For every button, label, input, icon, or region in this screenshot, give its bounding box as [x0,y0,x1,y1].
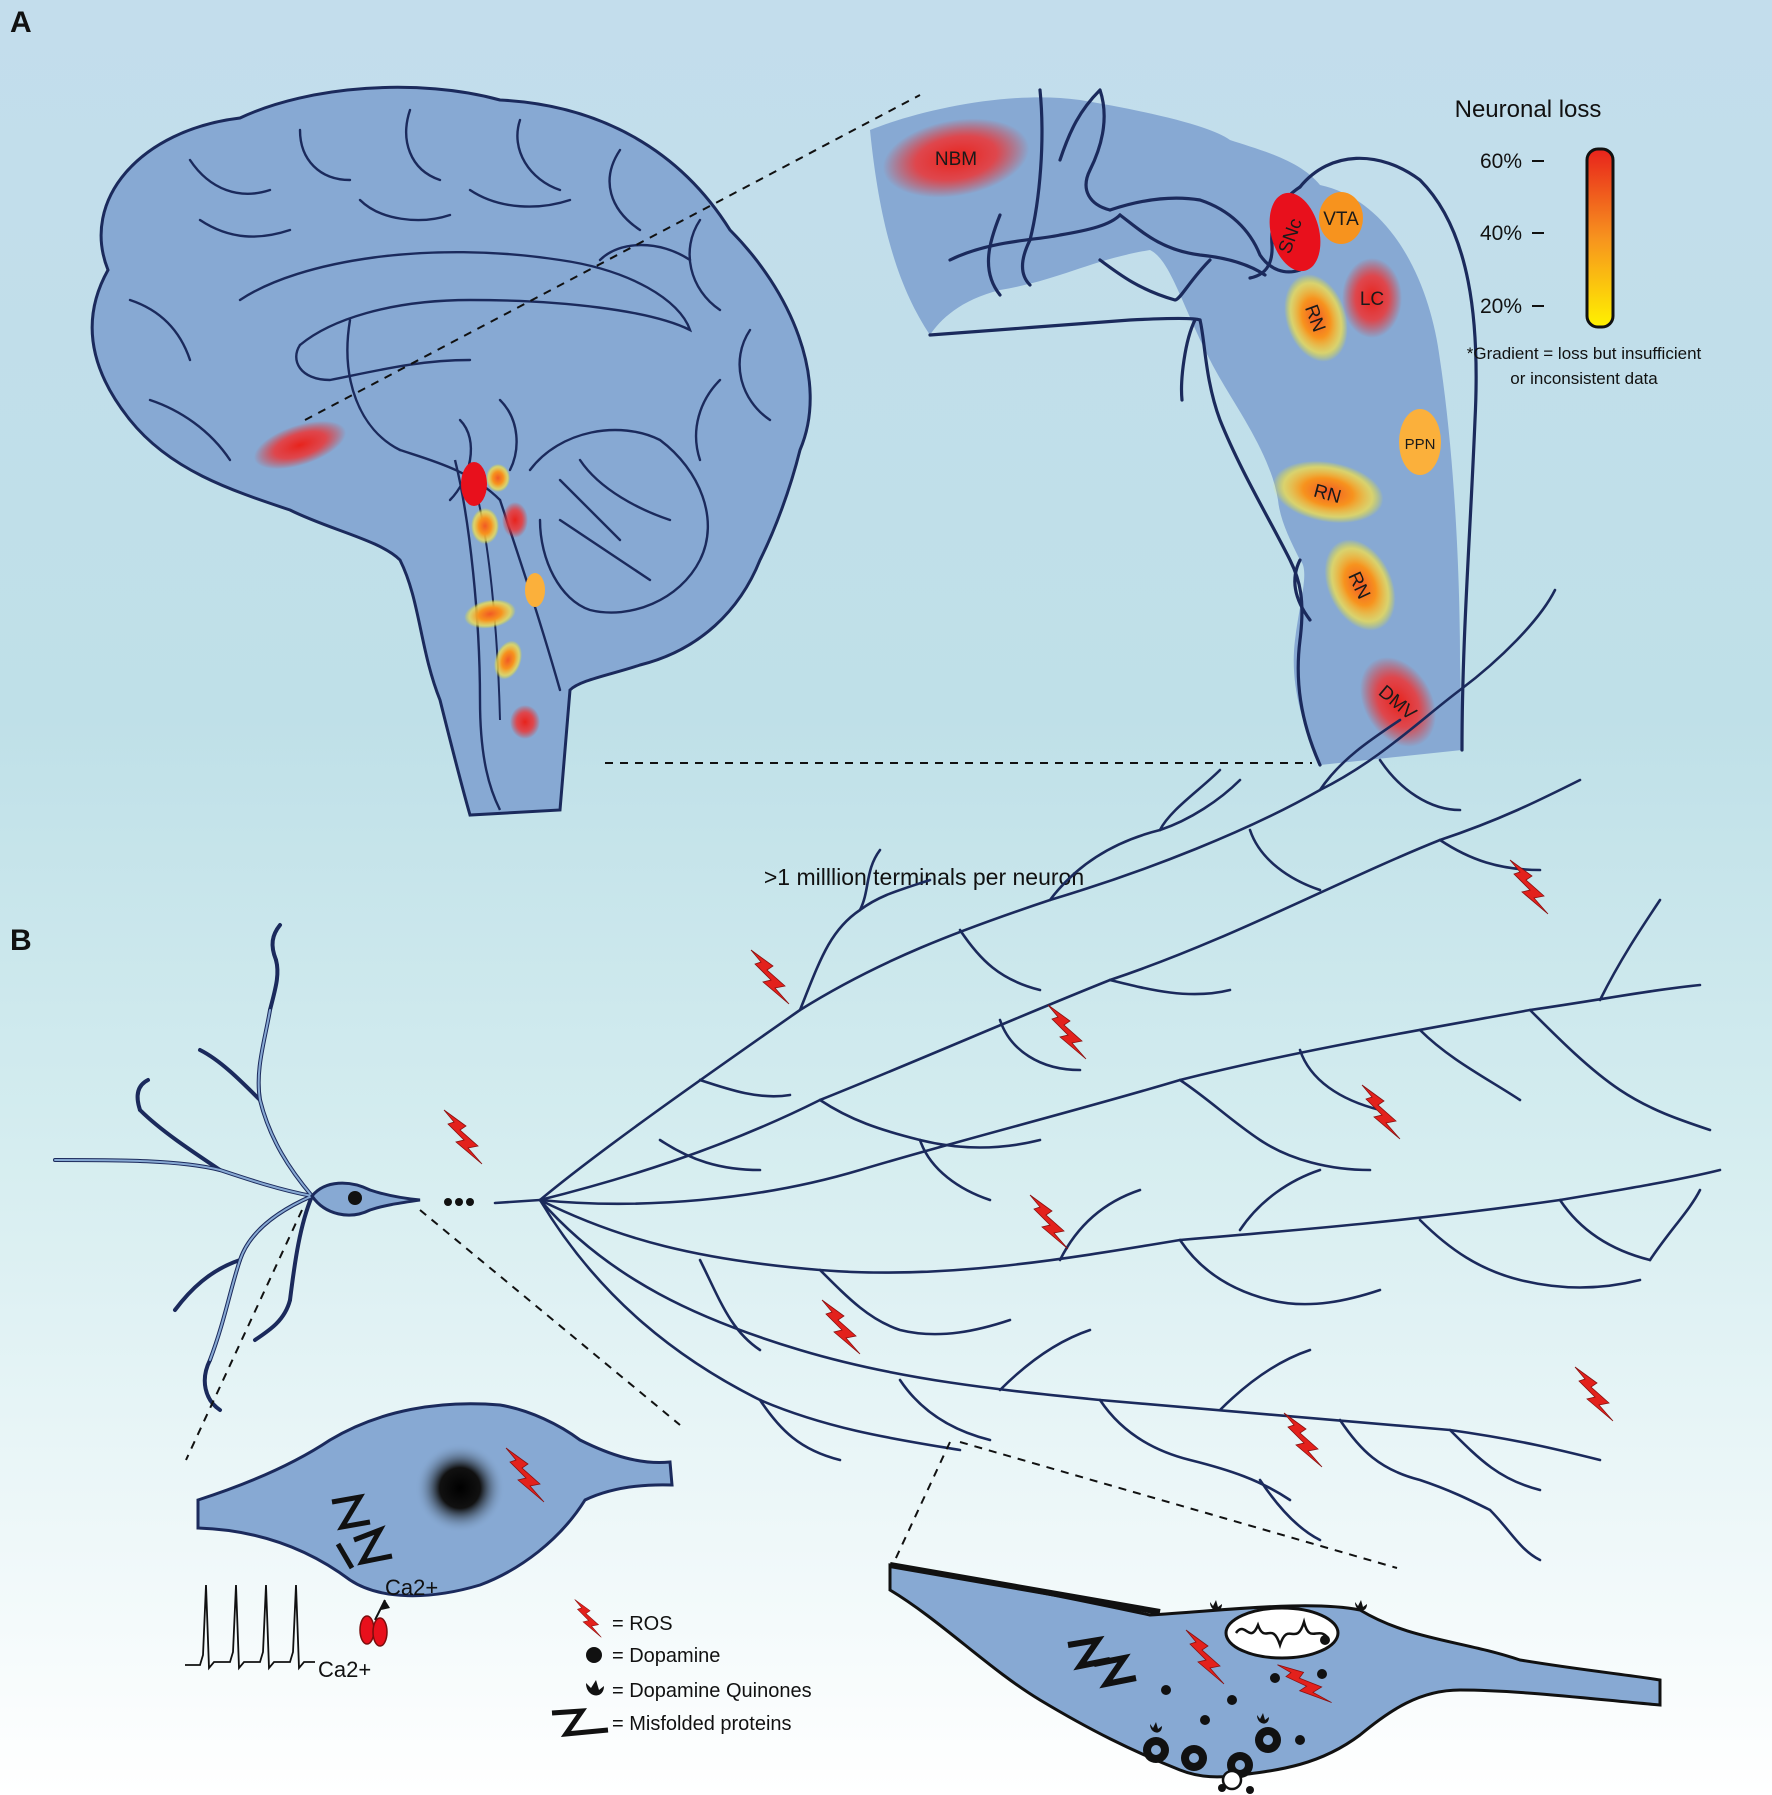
nucleus-label-vta: VTA [1323,209,1359,230]
legend-quinones: = Dopamine Quinones [612,1680,812,1702]
panel-b-label: B [10,924,32,957]
ros-icon [1574,1366,1614,1422]
nucleus-nbm [882,118,1030,198]
nucleus-rn-3 [1324,539,1396,631]
ros-icon [1361,1084,1401,1140]
dopamine-dots [1161,1635,1330,1745]
nucleus-lc [1342,258,1402,338]
colorbar-tick-40: 40% [1480,222,1522,245]
nucleus-rn-1 [1284,274,1348,362]
brain-nuclei [253,420,545,739]
dopamine-legend-icon [586,1647,602,1663]
ca-outside-label: Ca2+ [318,1657,371,1682]
misfolded-legend-icon [551,1708,609,1738]
ros-icon [1029,1194,1069,1250]
ros-icon [1047,1004,1087,1060]
nucleus-ppn [1399,409,1441,475]
ros-icon [750,949,790,1005]
nucleus-rn-2 [1272,460,1384,524]
colorbar-gradient [1585,147,1615,329]
legend-dopamine: = Dopamine [612,1645,720,1667]
calcium-channel [372,1617,388,1647]
mitochondrion-icon [1224,1606,1340,1660]
released-dopamine [1218,1784,1254,1794]
terminals-caption: >1 milllion terminals per neuron [764,864,1084,890]
symbol-legend: = ROS = Dopamine = Dopamine Quinones = M… [551,1599,812,1738]
zoom-lines-b [185,1209,1398,1569]
misfolded-proteins-icon [331,1493,393,1570]
colorbar-note-1: *Gradient = loss but insufficient [1467,344,1702,363]
colorbar-legend: Neuronal loss 60% 40% 20% *Gradient = lo… [1455,96,1702,388]
colorbar-tick-20: 20% [1480,295,1522,318]
axon-ellipsis [444,1198,474,1206]
ros-icon [821,1299,861,1355]
panel-a-label: A [10,6,32,39]
exocytosis-site [1221,1769,1243,1791]
legend-ros: = ROS [612,1613,673,1635]
misfolded-proteins-icon [1067,1635,1137,1689]
colorbar-tick-60: 60% [1480,150,1522,173]
neuron-dendrites-fill [54,1009,313,1361]
colorbar-title: Neuronal loss [1455,96,1602,123]
neuron-soma [310,1181,421,1217]
brain-sagittal [90,85,812,817]
ros-legend-icon [574,1599,602,1638]
ros-icon [443,1109,483,1165]
nucleus-snc [1269,192,1321,272]
colorbar-note-2: or inconsistent data [1510,369,1658,388]
brainstem-nuclei: NBM SNc VTA LC RN PPN RN RN DMV [882,118,1441,747]
zoom-lines-a [304,94,1312,764]
nucleus-label-nbm: NBM [935,149,977,170]
nucleus-label-lc: LC [1360,289,1384,310]
nucleus-label-ppn: PPN [1405,436,1436,453]
neuron-dendrites [53,923,314,1412]
ca-inside-label: Ca2+ [385,1575,438,1600]
quinone-icons [1150,1600,1367,1733]
ros-icon [1283,1412,1323,1468]
terminal-inset [888,1562,1662,1794]
action-potential-trace [185,1584,315,1671]
legend-misfolded: = Misfolded proteins [612,1713,792,1735]
nucleus-vta [1319,192,1363,244]
soma-inset: Ca2+ Ca2+ [185,1402,674,1682]
axonal-arbor [493,588,1722,1562]
calcium-channel [359,1615,375,1645]
quinone-legend-icon [586,1680,604,1696]
soma-nucleus [415,1443,505,1533]
